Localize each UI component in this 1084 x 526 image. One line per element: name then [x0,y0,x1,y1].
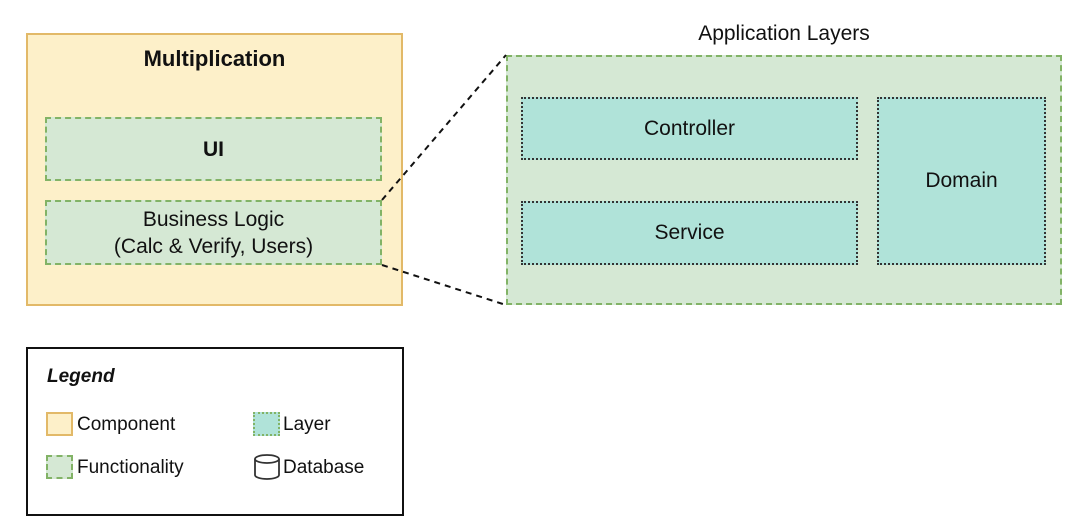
functionality-swatch-icon [46,455,73,479]
legend-database-label: Database [283,457,365,478]
controller-layer: Controller [521,97,858,160]
legend-layer-label: Layer [283,414,331,435]
layer-swatch-icon [253,412,280,436]
legend-component-label: Component [77,414,176,435]
business-logic-label-line1: Business Logic [142,207,285,231]
controller-layer-label: Controller [643,116,736,140]
ui-functionality: UI [45,117,382,181]
domain-layer: Domain [877,97,1046,265]
component-swatch-icon [46,412,73,436]
business-logic-functionality: Business Logic (Calc & Verify, Users) [45,200,382,265]
service-layer: Service [521,201,858,265]
legend-title: Legend [47,366,115,387]
legend [26,347,404,516]
component-title: Multiplication [143,46,286,71]
database-icon [254,454,280,480]
service-layer-label: Service [654,221,725,244]
business-logic-label-line2: (Calc & Verify, Users) [113,234,314,258]
ui-functionality-label: UI [203,137,224,161]
domain-layer-label: Domain [925,169,998,192]
legend-functionality-label: Functionality [77,457,184,478]
application-layers-title: Application Layers [698,22,870,45]
